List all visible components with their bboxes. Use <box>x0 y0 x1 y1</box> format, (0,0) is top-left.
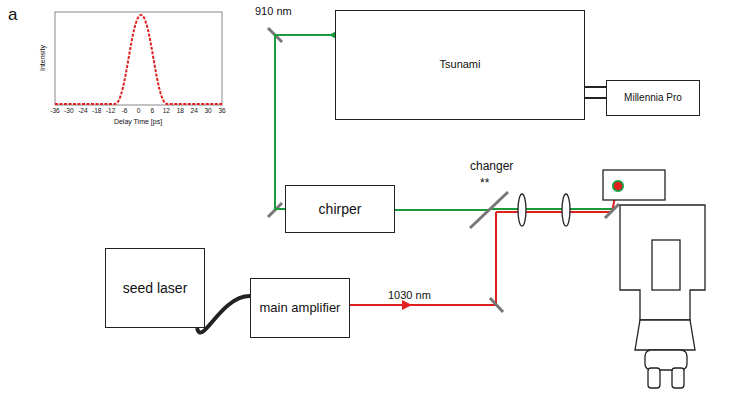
tick-label: -24 <box>78 108 87 115</box>
lens <box>562 194 570 226</box>
red-beam <box>350 304 496 306</box>
part-label: changer <box>470 160 513 172</box>
tick-label: 36 <box>218 108 225 115</box>
box-label: main amplifier <box>260 300 341 316</box>
microscope-body <box>620 205 705 320</box>
tick-label: 6 <box>151 108 155 115</box>
marker-label: ** <box>480 177 489 189</box>
microscope-head <box>635 320 695 350</box>
wavelength-label: 1030 nm <box>388 290 431 301</box>
tick-label: 30 <box>204 108 211 115</box>
wavelength-label: 910 nm <box>255 6 292 17</box>
box-label: Millennia Pro <box>624 92 682 104</box>
axis-title: Intensity <box>39 45 46 71</box>
device-box: chirper <box>285 185 395 233</box>
scanner-box <box>603 170 665 200</box>
green-beam <box>490 208 612 210</box>
device-box: seed laser <box>105 248 205 328</box>
microscope-column <box>652 240 680 290</box>
tick-label: 12 <box>163 108 170 115</box>
beam-connector <box>275 35 335 209</box>
tick-label: 0 <box>137 108 141 115</box>
red-beam <box>496 211 612 213</box>
box-label: chirper <box>319 201 362 218</box>
tick-label: -30 <box>64 108 73 115</box>
scan-mirror <box>613 181 623 191</box>
lens <box>518 194 526 226</box>
eyepiece-holder <box>645 350 687 370</box>
axis-title: Delay Time [ps] <box>114 118 162 125</box>
tick-label: 18 <box>177 108 184 115</box>
panel-letter: a <box>8 6 17 23</box>
tick-label: -18 <box>92 108 101 115</box>
device-box: main amplifier <box>250 278 350 338</box>
red-beam <box>495 212 497 305</box>
tick-label: -6 <box>122 108 128 115</box>
box-label: Tsunami <box>440 58 481 71</box>
green-beam <box>395 209 490 211</box>
device-box: Tsunami <box>335 10 585 120</box>
tick-label: 24 <box>191 108 198 115</box>
red-arrowhead <box>402 300 412 310</box>
eyepiece <box>672 368 684 388</box>
eyepiece <box>648 368 660 388</box>
box-label: seed laser <box>123 280 188 297</box>
mirror <box>490 298 503 312</box>
changer-mirror <box>470 192 508 228</box>
plot-frame <box>55 12 222 105</box>
mirror <box>605 204 619 218</box>
device-box: Millennia Pro <box>606 80 700 116</box>
beam-connector <box>585 87 606 98</box>
pulse-curve <box>55 15 222 104</box>
tick-label: -36 <box>50 108 59 115</box>
tick-label: -12 <box>106 108 115 115</box>
